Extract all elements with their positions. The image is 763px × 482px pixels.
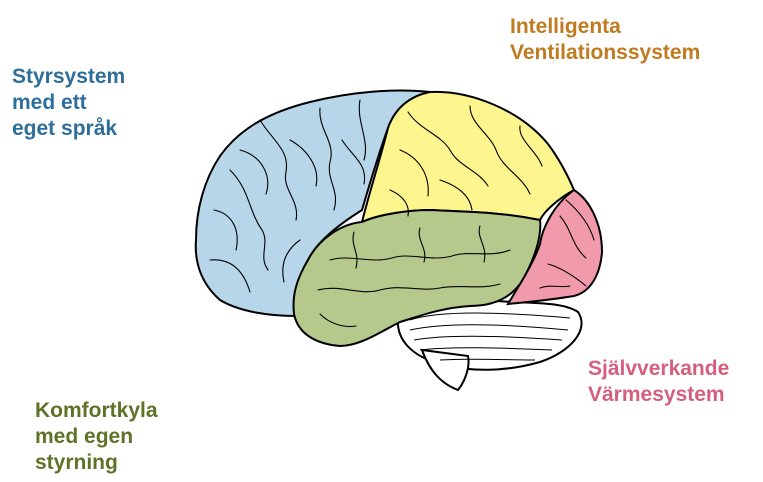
brainstem bbox=[422, 350, 469, 390]
label-line: Komfortkyla bbox=[35, 398, 158, 424]
label-line: Värmesystem bbox=[588, 382, 729, 408]
label-line: Ventilationssystem bbox=[510, 40, 700, 66]
label-line: med egen bbox=[35, 424, 158, 450]
label-ventilation: Intelligenta Ventilationssystem bbox=[510, 14, 700, 66]
label-styrsystem: Styrsystem med ett eget språk bbox=[12, 64, 125, 142]
label-line: Intelligenta bbox=[510, 14, 700, 40]
label-line: styrning bbox=[35, 450, 158, 476]
label-line: med ett bbox=[12, 90, 125, 116]
label-varmesystem: Självverkande Värmesystem bbox=[588, 356, 729, 408]
label-line: Styrsystem bbox=[12, 64, 125, 90]
label-line: Självverkande bbox=[588, 356, 729, 382]
label-line: eget språk bbox=[12, 116, 125, 142]
label-komfortkyla: Komfortkyla med egen styrning bbox=[35, 398, 158, 476]
